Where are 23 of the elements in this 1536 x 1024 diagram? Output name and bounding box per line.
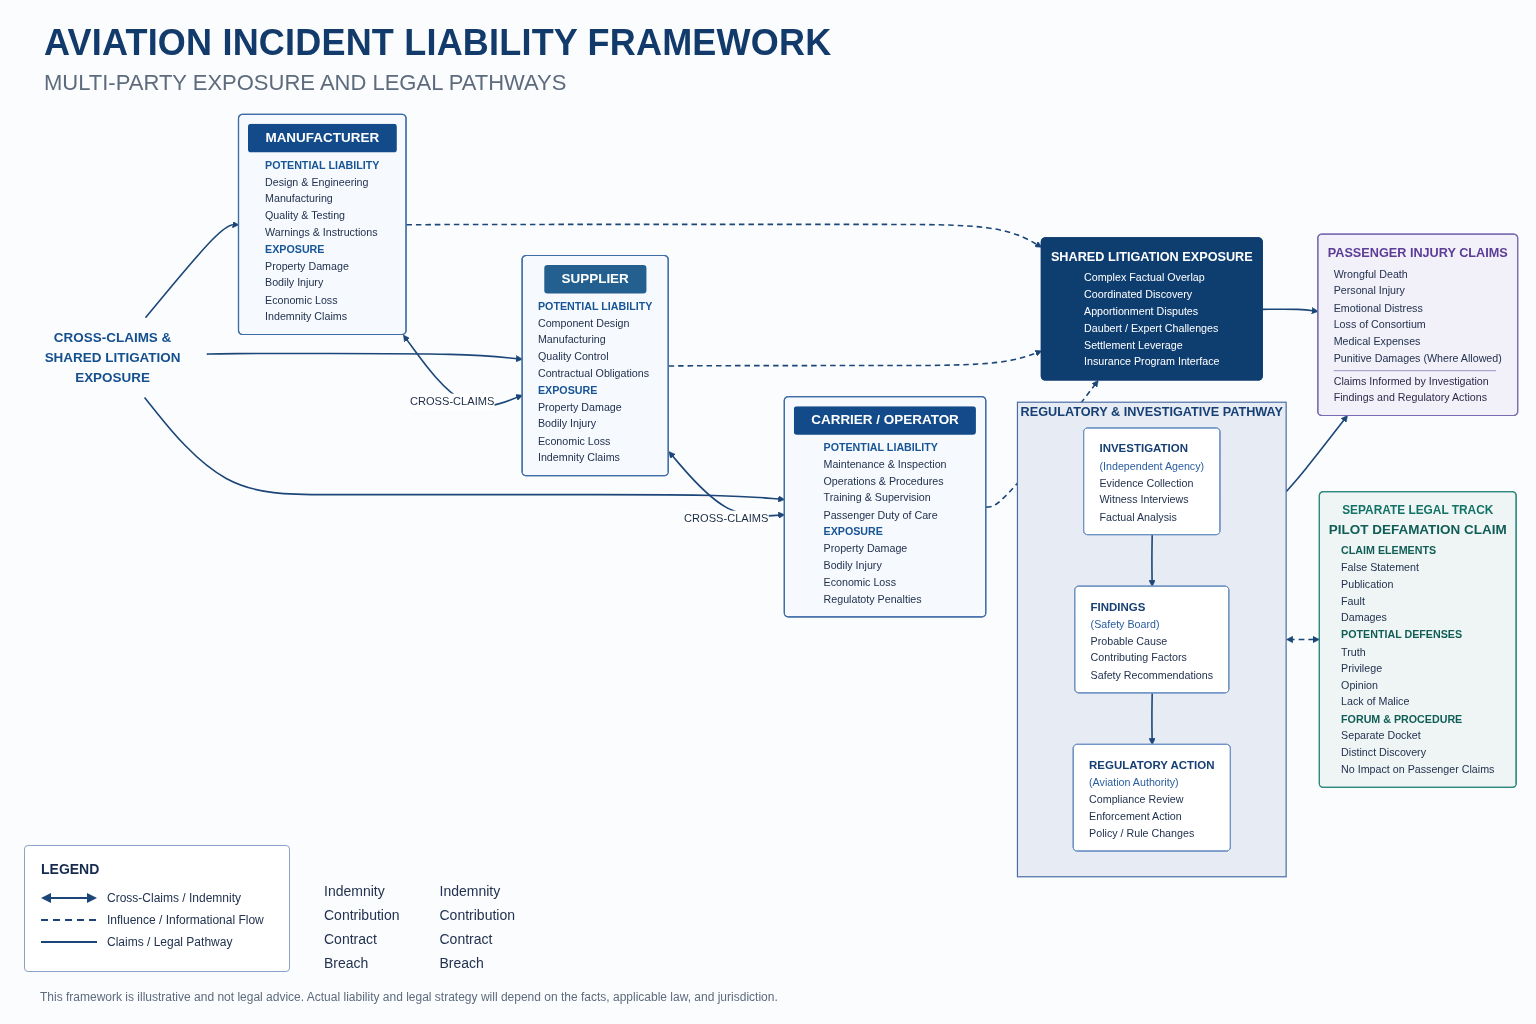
list-item: Breach bbox=[324, 955, 369, 971]
list-item: Indemnity bbox=[439, 883, 501, 899]
arrow bbox=[206, 352, 523, 363]
edge-label: CROSS-CLAIMS bbox=[409, 395, 495, 408]
subtitle: MULTI-PARTY EXPOSURE AND LEGAL PATHWAYS bbox=[44, 70, 567, 96]
list-item: Contribution bbox=[439, 907, 515, 923]
node-text: CROSS-CLAIMS & SHARED LITIGATION EXPOSURE bbox=[44, 329, 181, 386]
arrow bbox=[1148, 692, 1156, 746]
list-item: Breach bbox=[439, 955, 484, 971]
legend-label: Cross-Claims / Indemnity bbox=[107, 891, 242, 905]
edge-label: CROSS-CLAIMS bbox=[684, 512, 769, 525]
list-item: Contract bbox=[439, 931, 493, 947]
legend-label: Influence / Informational Flow bbox=[107, 913, 264, 927]
list-item: Contract bbox=[324, 931, 377, 947]
list-item: Indemnity bbox=[324, 883, 385, 899]
legend-heading: LEGEND bbox=[41, 861, 100, 877]
caption: This framework is illustrative and not legal advice. Actual liability and legal strategy will depend on the facts, applicable law, and jurisdiction. bbox=[40, 990, 778, 1004]
legend-label: Claims / Legal Pathway bbox=[107, 935, 233, 949]
arrow bbox=[1148, 534, 1156, 587]
arrow bbox=[1286, 636, 1320, 643]
diagram-title: AVIATION INCIDENT LIABILITY FRAMEWORK bbox=[44, 22, 832, 64]
list-item: Contribution bbox=[324, 907, 400, 923]
arrow bbox=[143, 396, 785, 503]
